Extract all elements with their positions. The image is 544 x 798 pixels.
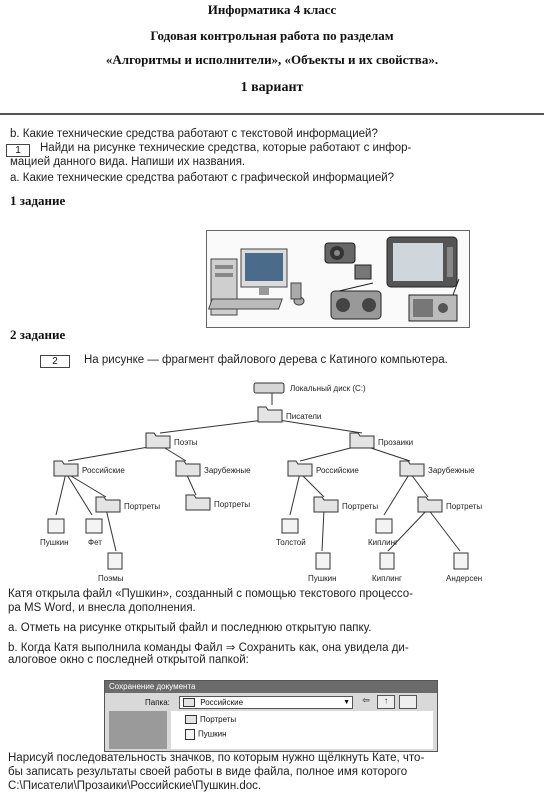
tree-label-fet: Фет — [88, 538, 102, 547]
question-a-graphic-devices: a. Какие технические средства работают с… — [10, 172, 395, 184]
tree-label-tolstoy: Толстой — [276, 538, 306, 547]
footer-line3: С:\Писатели\Прозаики\Российские\Пушкин.d… — [8, 780, 262, 792]
folder-select-value: Российские — [200, 698, 244, 707]
find-instruction-line2: мацией данного вида. Напиши их названия. — [10, 156, 246, 168]
image-file-icon — [281, 518, 299, 534]
tree-label-poets: Поэты — [174, 438, 198, 447]
task2-number-box: 2 — [40, 355, 70, 368]
folder-icon — [183, 698, 195, 708]
tree-label-kipling-file: Киплинг — [372, 574, 402, 583]
tree-label-root: Локальный диск (С:) — [290, 384, 366, 393]
document-icon — [185, 729, 195, 740]
tree-label-pushkin-file: Пушкин — [308, 574, 337, 583]
up-folder-button[interactable]: ↑ — [377, 695, 395, 709]
tree-label-foreign2: Зарубежные — [428, 466, 475, 475]
back-button[interactable]: ⇦ — [362, 695, 370, 705]
tree-label-portraits2: Портреты — [214, 500, 250, 509]
new-folder-button[interactable] — [399, 695, 417, 709]
tree-label-portraits3: Портреты — [342, 502, 378, 511]
image-file-icon — [47, 518, 65, 534]
tree-label-portraits1: Портреты — [124, 502, 160, 511]
tree-label-pushkin-image: Пушкин — [40, 538, 69, 547]
body-paragraph-line1: Катя открыла файл «Пушкин», созданный с … — [8, 588, 413, 600]
task-number-box: 1 — [6, 144, 30, 157]
worksheet-title: Информатика 4 класс — [207, 2, 337, 17]
folder-icon — [399, 460, 425, 477]
image-file-icon — [375, 518, 393, 534]
document-file-icon — [315, 552, 331, 570]
folder-icon — [287, 460, 313, 477]
chevron-down-icon: ▼ — [343, 699, 350, 706]
file-list-item-label: Портреты — [200, 715, 237, 724]
question-a-mark-file: a. Отметь на рисунке открытый файл и пос… — [8, 622, 372, 634]
worksheet-subtitle: Годовая контрольная работа по разделам — [150, 28, 394, 43]
file-list: Портреты Пушкин — [171, 711, 433, 749]
file-tree: Локальный диск (С:) Писатели Поэты Проза… — [40, 382, 482, 583]
file-list-item-label: Пушкин — [198, 729, 227, 739]
folder-select[interactable]: Российские ▼ — [179, 696, 353, 709]
folder-icon — [313, 496, 339, 513]
tree-label-kipling-image: Киплинг — [368, 538, 398, 547]
variant-label: 1 вариант — [240, 80, 304, 95]
find-instruction-line1: Найди на рисунке технические средства, к… — [40, 142, 412, 154]
folder-icon — [95, 496, 121, 513]
tree-label-andersen: Андерсен — [446, 574, 482, 583]
worksheet-topics: «Алгоритмы и исполнители», «Объекты и их… — [105, 52, 439, 67]
devices-picture — [206, 230, 470, 328]
folder-icon — [257, 406, 283, 423]
question-b-text-devices: b. Какие технические средства работают с… — [10, 128, 378, 140]
footer-line2: бы записать результаты своей работы в ви… — [8, 766, 408, 778]
folder-icon — [185, 715, 197, 725]
save-dialog: Сохранение документа Папка: Российские ▼… — [104, 680, 438, 752]
task2-heading: 2 задание — [10, 327, 66, 342]
document-file-icon — [107, 552, 123, 570]
dialog-title-bar: Сохранение документа — [105, 681, 437, 693]
folder-icon — [175, 460, 201, 477]
folder-label: Папка: — [145, 698, 170, 707]
folder-icon — [417, 496, 443, 513]
folder-icon — [185, 494, 211, 511]
document-file-icon — [453, 552, 469, 570]
question-b-line1: b. Когда Катя выполнила команды Файл ⇒ С… — [8, 642, 409, 654]
drive-icon — [253, 382, 285, 394]
folder-icon — [145, 432, 171, 449]
body-paragraph-line2: ра MS Word, и внесла дополнения. — [8, 602, 196, 614]
footer-line1: Нарисуй последовательность значков, по к… — [8, 752, 425, 764]
tree-label-prose: Прозаики — [378, 438, 413, 447]
header-divider — [0, 113, 544, 115]
tree-label-writers: Писатели — [286, 412, 321, 421]
tree-label-foreign1: Зарубежные — [204, 466, 251, 475]
tree-label-poems: Поэмы — [98, 574, 124, 583]
folder-icon — [53, 460, 79, 477]
task2-intro: На рисунке — фрагмент файлового дерева с… — [84, 354, 448, 366]
task1-heading: 1 задание — [10, 193, 66, 208]
image-file-icon — [85, 518, 103, 534]
tree-label-ru2: Российские — [316, 466, 359, 475]
tree-label-portraits4: Портреты — [446, 502, 482, 511]
folder-icon — [349, 432, 375, 449]
document-file-icon — [379, 552, 395, 570]
question-b-line2: алоговое окно с последней открытой папко… — [8, 654, 249, 666]
file-list-item[interactable]: Портреты — [185, 715, 237, 725]
file-list-item[interactable]: Пушкин — [185, 729, 227, 740]
tree-label-ru1: Российские — [82, 466, 125, 475]
devices-illustration — [207, 236, 460, 322]
dialog-side-panel — [109, 711, 167, 749]
